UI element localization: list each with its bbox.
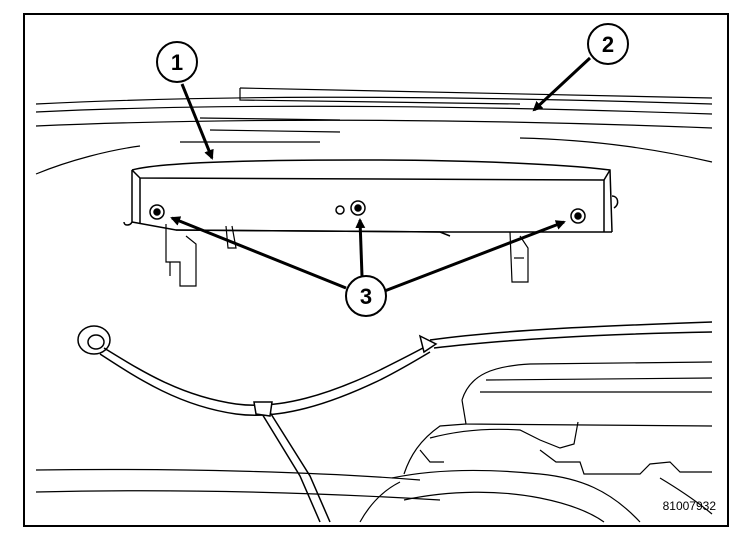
windshield-panel bbox=[35, 87, 713, 175]
callout-3-label: 3 bbox=[360, 284, 372, 309]
mounting-bracket bbox=[123, 159, 619, 237]
callout-2-label: 2 bbox=[602, 32, 614, 57]
leader-lines bbox=[170, 56, 592, 294]
callout-1: 1 bbox=[156, 41, 198, 83]
callout-2: 2 bbox=[587, 23, 629, 65]
callout-3: 3 bbox=[345, 275, 387, 317]
fastener-nuts bbox=[149, 200, 586, 224]
bracket-tabs bbox=[165, 224, 529, 287]
wiring-harness bbox=[77, 321, 713, 523]
engine-compartment bbox=[35, 361, 713, 523]
callout-1-label: 1 bbox=[171, 50, 183, 75]
figure-code: 81007932 bbox=[663, 499, 717, 513]
